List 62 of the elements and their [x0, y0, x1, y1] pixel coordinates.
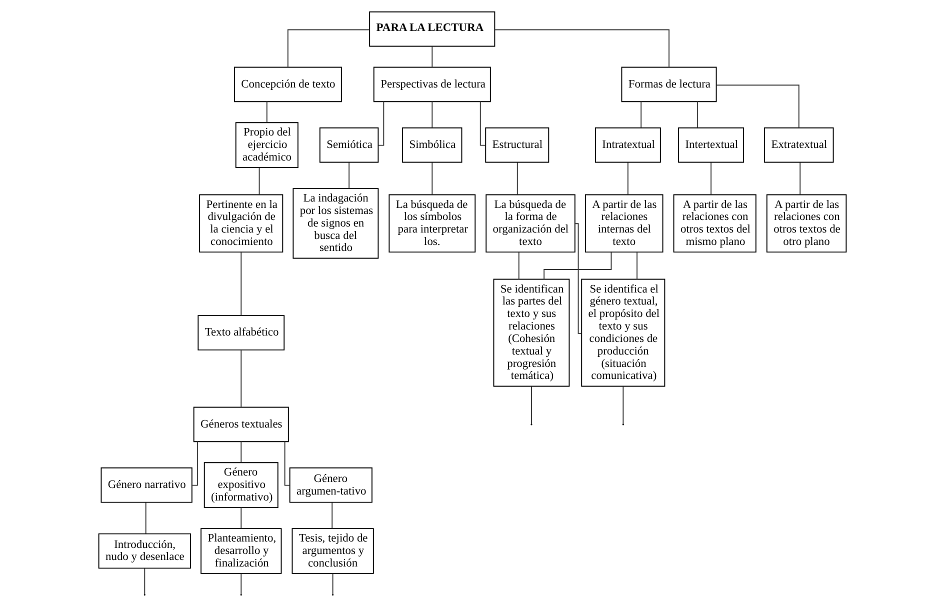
connector	[574, 223, 582, 334]
node-box: Género expositivo (informativo)	[203, 462, 278, 508]
node-box: Introducción, nudo y desenlace	[98, 533, 190, 569]
node-box: Formas de lectura	[620, 66, 716, 102]
connector	[348, 162, 350, 189]
connector	[622, 386, 624, 424]
node-box: Intratextual	[594, 127, 660, 163]
connector	[640, 101, 642, 128]
node-box: Estructural	[484, 127, 549, 163]
node-box: Género argumen-tativo	[288, 467, 372, 503]
connector	[266, 101, 267, 123]
connector	[716, 84, 799, 128]
connector	[518, 252, 519, 280]
connector	[494, 29, 669, 68]
connector	[377, 101, 384, 146]
node-box: Concepción de texto	[233, 66, 342, 102]
node-box: Se identifica el género textual, el propósito del texto y sus condiciones de producción (situación comunicativa)	[580, 278, 665, 387]
node-box: A partir de las relaciones internas del texto	[584, 194, 663, 253]
connector	[144, 568, 145, 595]
connector	[431, 46, 432, 68]
connector	[258, 167, 260, 196]
connector	[530, 386, 532, 424]
connector	[284, 441, 290, 486]
node-box: PARA LA LECTURA	[368, 11, 495, 47]
connector	[431, 162, 432, 196]
connector	[240, 441, 242, 463]
node-box: A partir de las relaciones con otros textos del mismo plano	[672, 194, 756, 253]
connector	[332, 573, 333, 595]
connector	[710, 162, 712, 196]
connector	[543, 252, 612, 280]
node-box: Tesis, tejido de argumentos y conclusión	[291, 528, 374, 574]
node-box: Planteamiento, desarrollo y finalización	[200, 528, 282, 574]
node-box: La búsqueda de los símbolos para interpretar los.	[388, 194, 476, 253]
node-box: Simbólica	[402, 127, 462, 163]
node-box: Propio del ejercicio académico	[234, 122, 298, 168]
connector	[331, 502, 332, 529]
node-box: A partir de las relaciones con otros textos de otro plano	[766, 194, 846, 253]
node-box: Género narrativo	[100, 467, 192, 503]
connector	[286, 29, 370, 68]
connector	[636, 252, 637, 280]
node-box: Extratextual	[764, 127, 834, 163]
node-box: La búsqueda de la forma de organización del texto	[485, 194, 575, 253]
connector	[479, 101, 486, 146]
node-box: Perspectivas de lectura	[372, 66, 490, 102]
node-box: La indagación por los sistemas de signos en busca del sentido	[292, 188, 378, 259]
node-box: Géneros textuales	[192, 406, 288, 442]
connector	[431, 101, 432, 128]
node-box: Pertinente en la divulgación de la ciencia y el conocimiento	[198, 194, 283, 253]
connector	[240, 507, 242, 529]
connector	[144, 502, 146, 534]
node-box: Semiótica	[318, 127, 378, 163]
connector	[799, 162, 800, 196]
node-box: Se identifican las partes del texto y sus relaciones (Cohesión textual y progresión temática)	[492, 278, 570, 387]
connector	[240, 350, 242, 408]
connector	[696, 101, 698, 128]
connector	[626, 162, 628, 196]
connector	[240, 573, 242, 595]
connector	[516, 162, 518, 196]
connector	[240, 252, 242, 316]
connector	[191, 441, 198, 486]
node-box: Intertextual	[678, 127, 744, 163]
node-box: Texto alfabético	[197, 315, 284, 350]
